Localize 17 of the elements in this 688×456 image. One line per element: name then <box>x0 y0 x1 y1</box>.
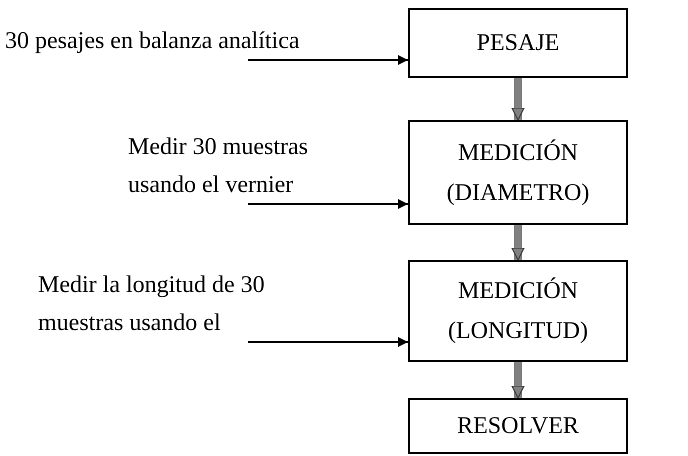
step-note: 30 pesajes en balanza analítica <box>5 27 301 56</box>
block-arrow <box>511 78 525 121</box>
step-note: Medir 30 muestras usando el vernier <box>128 133 309 200</box>
process-box <box>408 120 628 225</box>
process-box <box>408 398 628 454</box>
arrow <box>248 337 408 347</box>
process-box <box>408 260 628 362</box>
arrow <box>248 199 408 209</box>
arrow <box>248 55 408 65</box>
box-label: RESOLVER <box>456 412 580 441</box>
block-arrow <box>511 362 525 399</box>
box-label: PESAJE <box>476 29 560 58</box>
step-note: Medir la longitud de 30 muestras usando el <box>38 271 266 338</box>
box-label: MEDICIÓN (LONGITUD) <box>447 276 589 346</box>
block-arrow <box>511 225 525 261</box>
box-label: MEDICIÓN (DIAMETRO) <box>446 138 590 208</box>
process-box <box>408 8 628 78</box>
